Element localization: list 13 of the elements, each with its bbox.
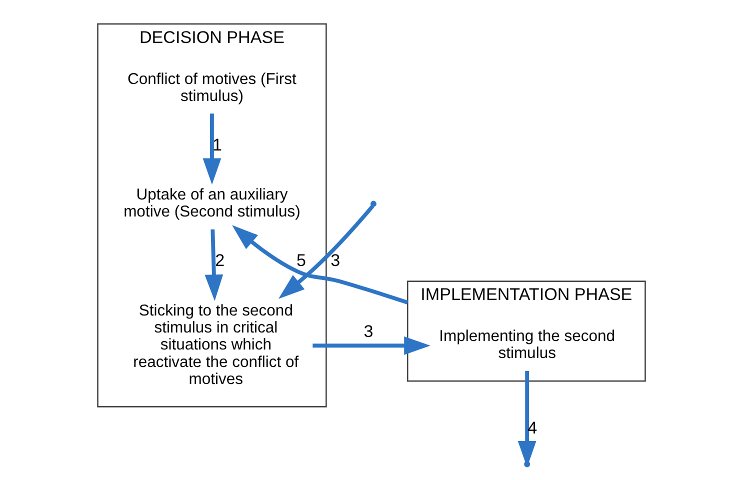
arrow (202, 114, 221, 185)
edge-label: 5 (296, 251, 306, 270)
edge-label: 3 (363, 322, 373, 341)
arrow (278, 204, 374, 299)
node-text: Conflict of motives (First stimulus) (127, 70, 296, 105)
edge-label: 3 (330, 251, 340, 270)
edge-label: 2 (214, 251, 224, 270)
node-text: Implementing the second stimulus (438, 328, 615, 362)
node-text: Sticking to the second stimulus in critical situations which reactivate the conflict of motives (132, 302, 298, 388)
arrow (204, 229, 223, 301)
arrow (232, 225, 408, 304)
arrow (312, 336, 430, 355)
node-text: Uptake of an auxiliary motive (Second stimulus) (123, 186, 300, 220)
